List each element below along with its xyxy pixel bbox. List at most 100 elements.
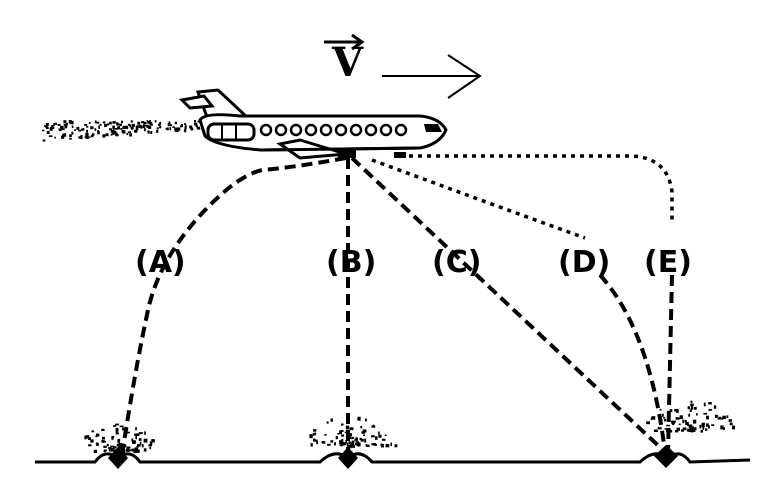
splash-speck: [345, 425, 350, 430]
exhaust-speck: [88, 122, 91, 124]
splash-speck: [394, 444, 398, 448]
splash-speck: [135, 435, 137, 440]
splash-speck: [674, 408, 678, 412]
exhaust-speck: [64, 125, 68, 129]
exhaust-speck: [46, 131, 50, 134]
splash-speck: [706, 415, 709, 420]
exhaust-speck: [112, 132, 115, 135]
exhaust-speck: [94, 128, 97, 131]
exhaust-speck: [147, 126, 152, 129]
exhaust-speck: [96, 121, 100, 124]
exhaust-speck: [183, 128, 187, 133]
exhaust-speck: [102, 121, 106, 124]
exhaust-speck: [76, 126, 80, 130]
splash-speck: [352, 444, 355, 448]
exhaust-speck: [167, 122, 171, 127]
splash-speck: [316, 441, 318, 445]
splash-speck: [339, 430, 342, 435]
splash-speck: [123, 448, 125, 451]
splash-speck: [682, 419, 684, 424]
splash-speck: [723, 427, 725, 430]
splash-speck: [666, 424, 670, 427]
splash-speck: [309, 434, 313, 439]
exhaust-speck: [115, 134, 119, 137]
splash-speck: [141, 444, 144, 448]
release-point: [338, 150, 356, 158]
exhaust-speck: [159, 125, 162, 129]
splash-speck: [674, 420, 676, 423]
splash-speck: [88, 444, 92, 447]
exhaust-speck: [143, 124, 147, 127]
splash-speck: [121, 447, 125, 452]
exhaust-speck: [177, 127, 181, 131]
splash-speck: [330, 418, 333, 422]
splash-speck: [313, 429, 317, 432]
splash-speck: [132, 440, 136, 444]
exhaust-speck: [61, 135, 65, 139]
splash-speck: [365, 444, 368, 446]
splash-speck: [679, 415, 683, 419]
path-label-d: (D): [558, 245, 610, 280]
splash-speck: [706, 423, 709, 427]
splash-speck: [122, 449, 126, 454]
splash-speck: [686, 429, 691, 431]
splash-speck: [138, 438, 142, 441]
exhaust-speck: [189, 125, 193, 129]
exhaust-speck: [80, 136, 83, 140]
airplane-window: [334, 123, 348, 137]
exhaust-speck: [89, 136, 91, 138]
splash-speck: [347, 433, 351, 437]
splash-speck: [339, 444, 344, 446]
splash-speck: [348, 441, 351, 445]
exhaust-speck: [74, 129, 77, 131]
exhaust-speck: [156, 130, 159, 133]
splash-speck: [711, 424, 715, 426]
splash-speck: [91, 430, 95, 433]
exhaust-speck: [46, 126, 49, 129]
exhaust-speck: [165, 127, 169, 130]
splash-speck: [382, 438, 386, 441]
splash-speck: [340, 430, 344, 432]
splash-speck: [357, 416, 361, 421]
impact-markers: [108, 445, 678, 469]
exhaust-speck: [134, 129, 138, 133]
exhaust-speck: [123, 125, 127, 129]
path-labels: (A) (B) (C) (D) (E): [135, 245, 692, 280]
splash-speck: [690, 400, 693, 403]
splash-speck: [362, 429, 367, 433]
splash-speck: [664, 428, 668, 430]
velocity-indicator: V: [324, 33, 482, 99]
splash-speck: [390, 442, 392, 447]
exhaust-speck: [147, 130, 150, 133]
splash-speck: [371, 435, 375, 438]
splash-speck: [689, 409, 692, 412]
splash-speck: [365, 444, 370, 447]
splash-speck: [349, 436, 352, 440]
exhaust-speck: [71, 131, 74, 135]
exhaust-speck: [174, 121, 177, 125]
exhaust-speck: [109, 128, 112, 131]
splash-speck: [313, 432, 317, 436]
splash-speck: [102, 440, 106, 443]
splash-speck: [360, 425, 363, 429]
path-a: [120, 156, 347, 456]
exhaust-speck: [63, 133, 67, 137]
exhaust-speck: [127, 131, 132, 134]
exhaust-speck: [143, 121, 147, 125]
splash-speck: [122, 444, 127, 448]
splash-speck: [110, 445, 113, 448]
splash-speck: [646, 421, 650, 425]
splash-speck: [356, 442, 361, 447]
exhaust-speck: [81, 128, 84, 130]
splash-speck: [96, 443, 99, 446]
splash-speck: [341, 423, 344, 426]
ground: [35, 452, 751, 464]
splash-speck: [361, 431, 365, 434]
splash-speck: [113, 425, 117, 427]
exhaust-speck: [58, 128, 62, 131]
exhaust-speck: [146, 120, 149, 122]
splash-speck: [701, 423, 705, 428]
exhaust-speck: [149, 120, 151, 123]
splash-speck: [108, 447, 112, 449]
